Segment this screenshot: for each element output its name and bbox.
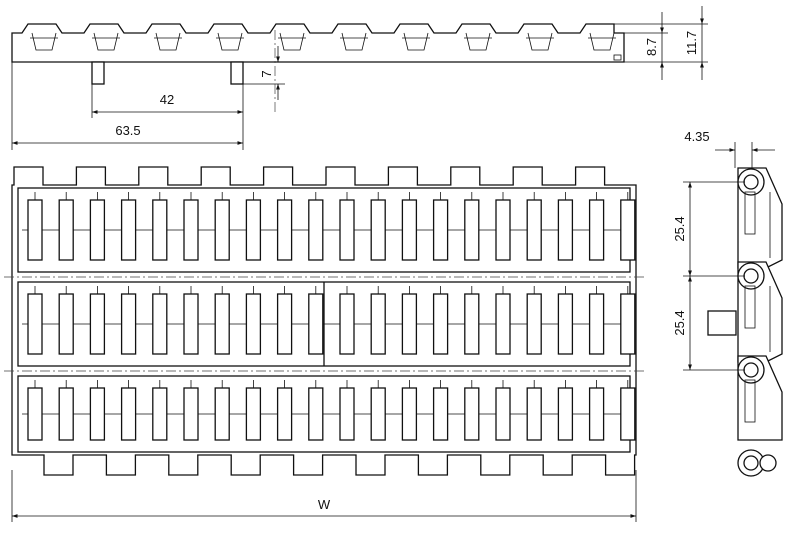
end-slot [744,285,756,329]
plan-rib [183,199,199,261]
end-view-tab [707,310,737,336]
side-view-body [11,23,625,63]
plan-rib [588,387,605,441]
plan-rib [495,199,511,261]
end-pin-side [759,454,777,472]
tab-offset-outer-label: 63.5 [115,123,140,138]
plan-rib [464,387,480,441]
plan-rib [526,199,542,261]
side-tooth [279,32,305,51]
side-tooth [465,32,491,51]
plan-rib [89,387,106,441]
plan-rib [526,293,542,355]
side-tooth [217,32,243,51]
plan-rib [308,293,324,355]
plan-rib [152,293,168,355]
side-tooth [341,32,367,51]
plan-rib [495,387,511,441]
plan-rib [620,387,636,441]
plan-rib [432,293,449,355]
plan-rib [58,387,74,441]
plan-rib [495,293,511,355]
side-view: 11.7 8.7 7 42 63.5 [11,6,708,150]
plan-rib [214,199,230,261]
plan-rib [339,293,355,355]
plan-rib [276,293,293,355]
plan-rib [27,293,43,355]
plan-rib [58,293,74,355]
plan-rib [276,199,293,261]
plan-rib [89,199,106,261]
end-view-links [737,167,783,477]
plan-rib [401,387,418,441]
plan-rib [464,293,480,355]
height-body-label: 8.7 [644,38,659,56]
plan-rib [557,293,574,355]
plan-rib [120,293,137,355]
plan-rib [401,199,418,261]
plan-rib [464,199,480,261]
plan-rib [27,199,43,261]
plan-rib [557,199,574,261]
plan-rib [245,199,262,261]
plan-rib [308,387,324,441]
plan-rib [214,387,230,441]
plan-rib [432,199,449,261]
side-end-notch [613,54,622,61]
plan-rib [620,199,636,261]
pitch-upper-label: 25.4 [672,216,687,241]
plan-view: W [4,166,646,522]
plan-rib [120,387,137,441]
side-tooth [155,32,181,51]
plan-rib [183,387,199,441]
width-label: W [318,497,331,512]
plan-rib [214,293,230,355]
plan-rib [432,387,449,441]
plan-rib [183,293,199,355]
plan-rib [245,387,262,441]
tab-height-label: 7 [259,70,274,77]
side-tooth [589,32,615,51]
plan-rib [27,387,43,441]
plan-rib [308,199,324,261]
tab-offset-inner-label: 42 [160,92,174,107]
end-pin-inner [743,174,759,190]
plan-rib [152,199,168,261]
plan-rib [526,387,542,441]
plan-rib [89,293,106,355]
pitch-lower-label: 25.4 [672,310,687,335]
side-tooth [93,32,119,51]
side-tooth [31,32,57,51]
end-pin-inner [743,455,759,471]
side-tab-right [230,61,244,85]
plan-rib [370,387,386,441]
plan-rib [588,293,605,355]
plan-rib [588,199,605,261]
end-pin-inner [743,362,759,378]
side-tab-left [91,61,105,85]
end-view: 4.35 25.4 25.4 [672,129,783,477]
plan-rib [620,293,636,355]
plan-rib [370,293,386,355]
plan-rib [339,387,355,441]
plan-rib [58,199,74,261]
plan-rib [152,387,168,441]
height-total-label: 11.7 [684,31,699,55]
plan-rib [120,199,137,261]
end-pin-inner [743,268,759,284]
side-view-teeth [30,32,616,51]
pin-offset-label: 4.35 [684,129,709,144]
side-tooth [527,32,553,51]
plan-rib [557,387,574,441]
side-tooth [403,32,429,51]
plan-rib [370,199,386,261]
plan-rib [276,387,293,441]
end-slot [744,379,756,423]
plan-view-rows [17,187,636,453]
plan-rib [339,199,355,261]
end-slot [744,191,756,235]
plan-rib [401,293,418,355]
plan-rib [245,293,262,355]
